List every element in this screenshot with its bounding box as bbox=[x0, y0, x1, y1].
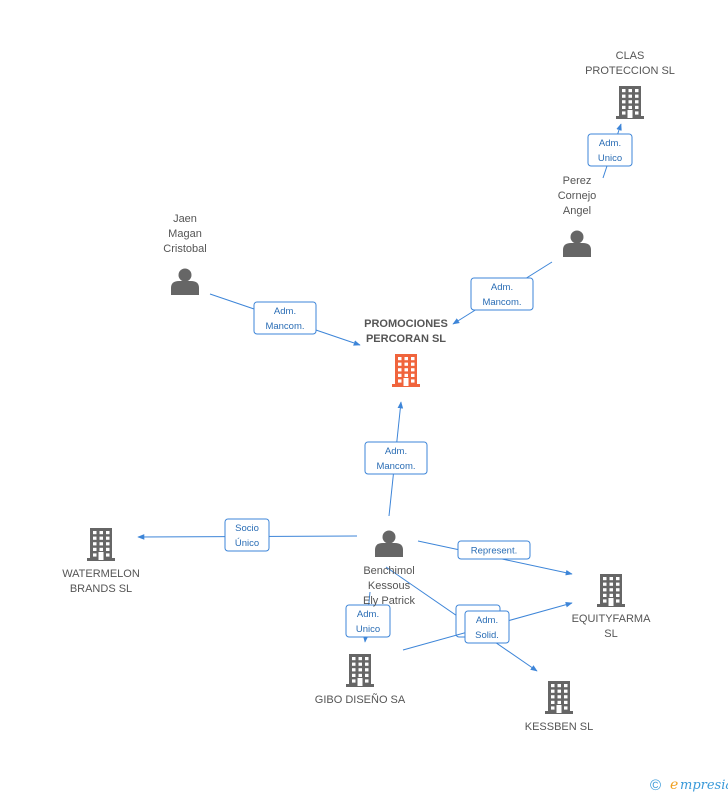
edge-label-text: Solid. bbox=[475, 630, 499, 641]
node-label: Angel bbox=[563, 205, 591, 217]
edge-perez-to-promociones: Adm. Mancom. bbox=[452, 261, 553, 325]
node-clas[interactable]: CLAS PROTECCION SL bbox=[585, 50, 675, 119]
copyright-icon: © bbox=[650, 777, 661, 794]
building-icon bbox=[87, 528, 115, 561]
edge-label-text: Adm. bbox=[385, 446, 407, 457]
edge-benchimol-to-promociones: Adm. Mancom. bbox=[364, 401, 428, 517]
edge-label-text: Represent. bbox=[471, 546, 517, 557]
edge-label-text: Único bbox=[235, 538, 259, 549]
node-watermelon[interactable]: WATERMELON BRANDS SL bbox=[62, 528, 140, 595]
node-label: WATERMELON bbox=[62, 568, 140, 580]
edge-label-text: Unico bbox=[598, 153, 622, 164]
node-label: CLAS bbox=[616, 50, 645, 62]
watermark: © e mpresia bbox=[650, 777, 728, 794]
node-label: Cristobal bbox=[163, 243, 206, 255]
node-label: Kessous bbox=[368, 580, 411, 592]
edge-label-box bbox=[364, 441, 428, 475]
edge-label-text: Mancom. bbox=[376, 461, 415, 472]
edge-role-label[interactable]: Adm. Mancom. bbox=[470, 277, 534, 311]
edge-jaen-to-promociones: Adm. Mancom. bbox=[209, 293, 361, 346]
node-kessben[interactable]: KESSBEN SL bbox=[525, 681, 593, 733]
node-label: GIBO DISEÑO SA bbox=[315, 693, 406, 706]
node-promociones[interactable]: PROMOCIONES PERCORAN SL bbox=[364, 318, 448, 387]
edge-label-box bbox=[224, 518, 270, 552]
person-icon bbox=[171, 268, 199, 295]
edge-label-text: Unico bbox=[356, 624, 380, 635]
person-icon bbox=[375, 530, 403, 557]
node-label: Ely Patrick bbox=[363, 595, 415, 607]
edge-gibo-to-equityfarma: Adm. Solid. bbox=[402, 601, 573, 651]
building-icon bbox=[392, 354, 420, 387]
building-icon bbox=[346, 654, 374, 687]
edge-benchimol-to-gibo: Adm. Unico bbox=[345, 591, 391, 643]
edge-label-text: Adm. bbox=[357, 609, 379, 620]
node-label: Magan bbox=[168, 228, 202, 240]
building-icon bbox=[545, 681, 573, 714]
node-equityfarma[interactable]: EQUITYFARMA SL bbox=[572, 574, 652, 640]
edge-label-box bbox=[345, 604, 391, 638]
node-label: Benchimol bbox=[363, 565, 414, 577]
edge-label-box bbox=[587, 133, 633, 167]
node-label: Perez bbox=[563, 175, 592, 187]
edge-label-box bbox=[457, 540, 531, 560]
edge-role-label[interactable]: Adm. Mancom. bbox=[364, 441, 428, 475]
node-label: KESSBEN SL bbox=[525, 721, 593, 733]
building-icon bbox=[597, 574, 625, 607]
node-label: PROMOCIONES bbox=[364, 318, 448, 330]
node-label: Jaen bbox=[173, 213, 197, 225]
edge-role-label[interactable]: Represent. bbox=[457, 540, 531, 560]
edge-label-text: Mancom. bbox=[482, 297, 521, 308]
building-icon bbox=[616, 86, 644, 119]
brand-name: mpresia bbox=[680, 778, 728, 793]
edges-layer: Adm.UnicoAdm.Mancom.Adm.Mancom.Adm.Manco… bbox=[137, 123, 633, 672]
nodes-layer: PROMOCIONES PERCORAN SL CLAS PROTECCION SL P… bbox=[62, 50, 675, 733]
edge-perez-to-clas: Adm. Unico bbox=[587, 123, 633, 179]
edge-role-label[interactable]: Adm. Unico bbox=[587, 133, 633, 167]
node-label: PERCORAN SL bbox=[366, 333, 446, 345]
node-label: SL bbox=[604, 628, 617, 640]
edge-label-box bbox=[470, 277, 534, 311]
node-label: PROTECCION SL bbox=[585, 65, 675, 77]
edge-role-label[interactable]: Adm. Mancom. bbox=[253, 301, 317, 335]
node-label: BRANDS SL bbox=[70, 583, 132, 595]
edge-label-box bbox=[464, 610, 510, 644]
edge-label-text: Adm. bbox=[599, 138, 621, 149]
brand-initial: e bbox=[670, 777, 678, 793]
edge-role-label[interactable]: Adm. Unico bbox=[345, 604, 391, 638]
node-label: EQUITYFARMA bbox=[572, 613, 652, 625]
edge-role-label[interactable]: Adm. Solid. bbox=[464, 610, 510, 644]
edge-label-text: Mancom. bbox=[265, 321, 304, 332]
edge-label-text: Socio bbox=[235, 523, 259, 534]
edge-label-text: Adm. bbox=[274, 306, 296, 317]
node-gibo[interactable]: GIBO DISEÑO SA bbox=[315, 654, 406, 706]
node-label: Cornejo bbox=[558, 190, 597, 202]
edge-label-text: Adm. bbox=[476, 615, 498, 626]
edge-benchimol-to-equityfarma: Represent. bbox=[417, 540, 573, 576]
edge-label-text: Adm. bbox=[491, 282, 513, 293]
edge-label-box bbox=[253, 301, 317, 335]
person-icon bbox=[563, 230, 591, 257]
